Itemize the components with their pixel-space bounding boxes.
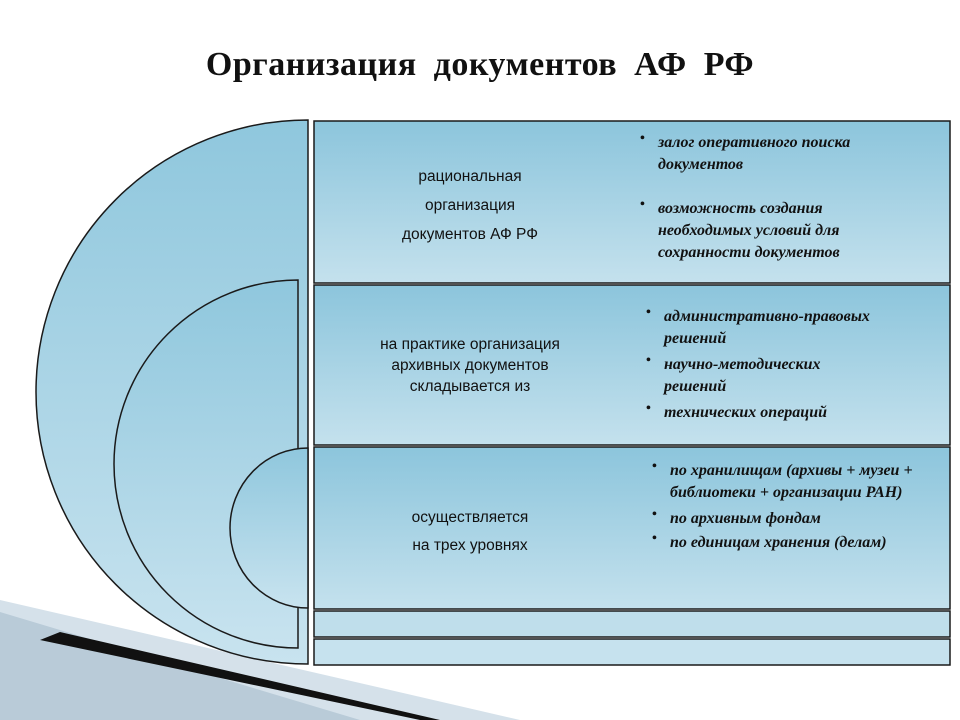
row-3-bullet-3: по единицам хранения (делам)	[652, 528, 934, 554]
page-title: Организация документов АФ РФ	[205, 46, 755, 83]
row-1-bullet-1: залог оперативного поиска документов	[640, 128, 910, 176]
row-2-bullet-3: технических операций	[646, 398, 886, 424]
row-1-label: рациональная организация документов АФ Р…	[332, 162, 608, 249]
row-2-label-line-1: на практике организация	[380, 336, 560, 353]
row-3-bullets: по хранилищам (архивы + музеи + библиоте…	[652, 456, 934, 554]
row-3-bullet-2: по архивным фондам	[652, 504, 934, 530]
row-2-label: на практике организация архивных докумен…	[332, 334, 608, 397]
row-3-label: осуществляется на трех уровнях	[332, 504, 608, 560]
row-3-bullet-1: по хранилищам (архивы + музеи + библиоте…	[652, 456, 934, 504]
row-1-label-line-3: документов АФ РФ	[402, 226, 538, 243]
row-box-4	[313, 610, 951, 638]
row-2-bullets: административно-правовых решений научно-…	[646, 302, 886, 424]
row-3-label-line-2: на трех уровнях	[412, 537, 528, 554]
dark-stripe	[40, 632, 440, 720]
row-1-bullet-2: возможность создания необходимых условий…	[640, 194, 910, 264]
row-2-label-line-2: архивных документов	[391, 357, 549, 374]
row-2-bullet-1: административно-правовых решений	[646, 302, 886, 350]
row-1-label-line-1: рациональная	[418, 168, 522, 185]
row-3-label-line-1: осуществляется	[411, 509, 529, 526]
row-1-label-line-2: организация	[424, 197, 516, 214]
row-2-label-line-3: складывается из	[409, 378, 531, 395]
row-1-bullets: залог оперативного поиска документов воз…	[640, 128, 910, 264]
inner-arc	[229, 447, 309, 609]
row-box-5	[313, 638, 951, 666]
row-2-bullet-2: научно-методических решений	[646, 350, 886, 398]
